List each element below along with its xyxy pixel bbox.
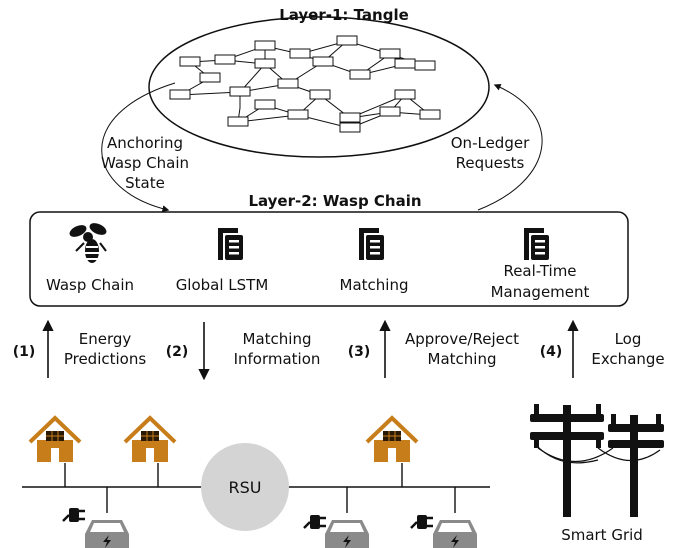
layer1-title: Layer-1: Tangle [279, 6, 409, 24]
layer2-box [29, 211, 629, 307]
wasp-icon [69, 223, 107, 263]
ev-car-icon [433, 520, 477, 548]
ev-car-icon [325, 520, 369, 548]
anchoring-label-line1: Anchoring [107, 134, 183, 152]
step4-number: (4) [540, 344, 563, 360]
plug-icon [62, 508, 85, 522]
smart-grid-label: Smart Grid [561, 526, 643, 544]
step2-label-line1: Matching [243, 330, 312, 348]
house-icon [123, 415, 177, 462]
step1-number: (1) [13, 344, 36, 360]
house-connectors [64, 463, 403, 487]
requests-label: On-Ledger Requests [451, 134, 530, 172]
car-connectors [106, 487, 456, 513]
requests-arc [477, 83, 543, 211]
power-wires [535, 444, 661, 464]
step4-label-line1: Log [615, 330, 642, 348]
document-icon [524, 228, 549, 260]
plug-icon [410, 515, 433, 529]
requests-label-line2: Requests [456, 154, 525, 172]
step3-number: (3) [348, 344, 371, 360]
module-realtime-label-line1: Real-Time [503, 262, 576, 280]
tangle-ellipse [148, 16, 490, 158]
document-icon [218, 228, 243, 260]
power-pole-icon [608, 414, 664, 517]
step1-label-line1: Energy [79, 330, 132, 348]
house-icon [365, 415, 419, 462]
module-wasp-chain-label: Wasp Chain [46, 276, 134, 294]
layer2-title: Layer-2: Wasp Chain [248, 192, 421, 210]
step4-label-line2: Exchange [591, 350, 664, 368]
plug-icon [303, 515, 326, 529]
requests-label-line1: On-Ledger [451, 134, 530, 152]
anchoring-label: Anchoring Wasp Chain State [101, 134, 189, 192]
step3-label-line1: Approve/Reject [405, 330, 519, 348]
anchoring-label-line2: Wasp Chain [101, 154, 189, 172]
step2-label-line2: Information [234, 350, 321, 368]
house-icon [28, 415, 82, 462]
ev-car-icon [85, 520, 129, 548]
rsu-label: RSU [229, 478, 262, 497]
anchoring-label-line3: State [125, 174, 165, 192]
step3-label-line2: Matching [428, 350, 497, 368]
module-realtime-label-line2: Management [491, 283, 590, 301]
rsu-node [201, 443, 289, 531]
step2-number: (2) [166, 344, 189, 360]
tangle-nodes [169, 35, 441, 133]
anchoring-arc [101, 82, 176, 213]
module-matching-label: Matching [340, 276, 409, 294]
module-global-lstm-label: Global LSTM [176, 276, 269, 294]
step1-label-line2: Predictions [64, 350, 147, 368]
document-icon [359, 228, 384, 260]
